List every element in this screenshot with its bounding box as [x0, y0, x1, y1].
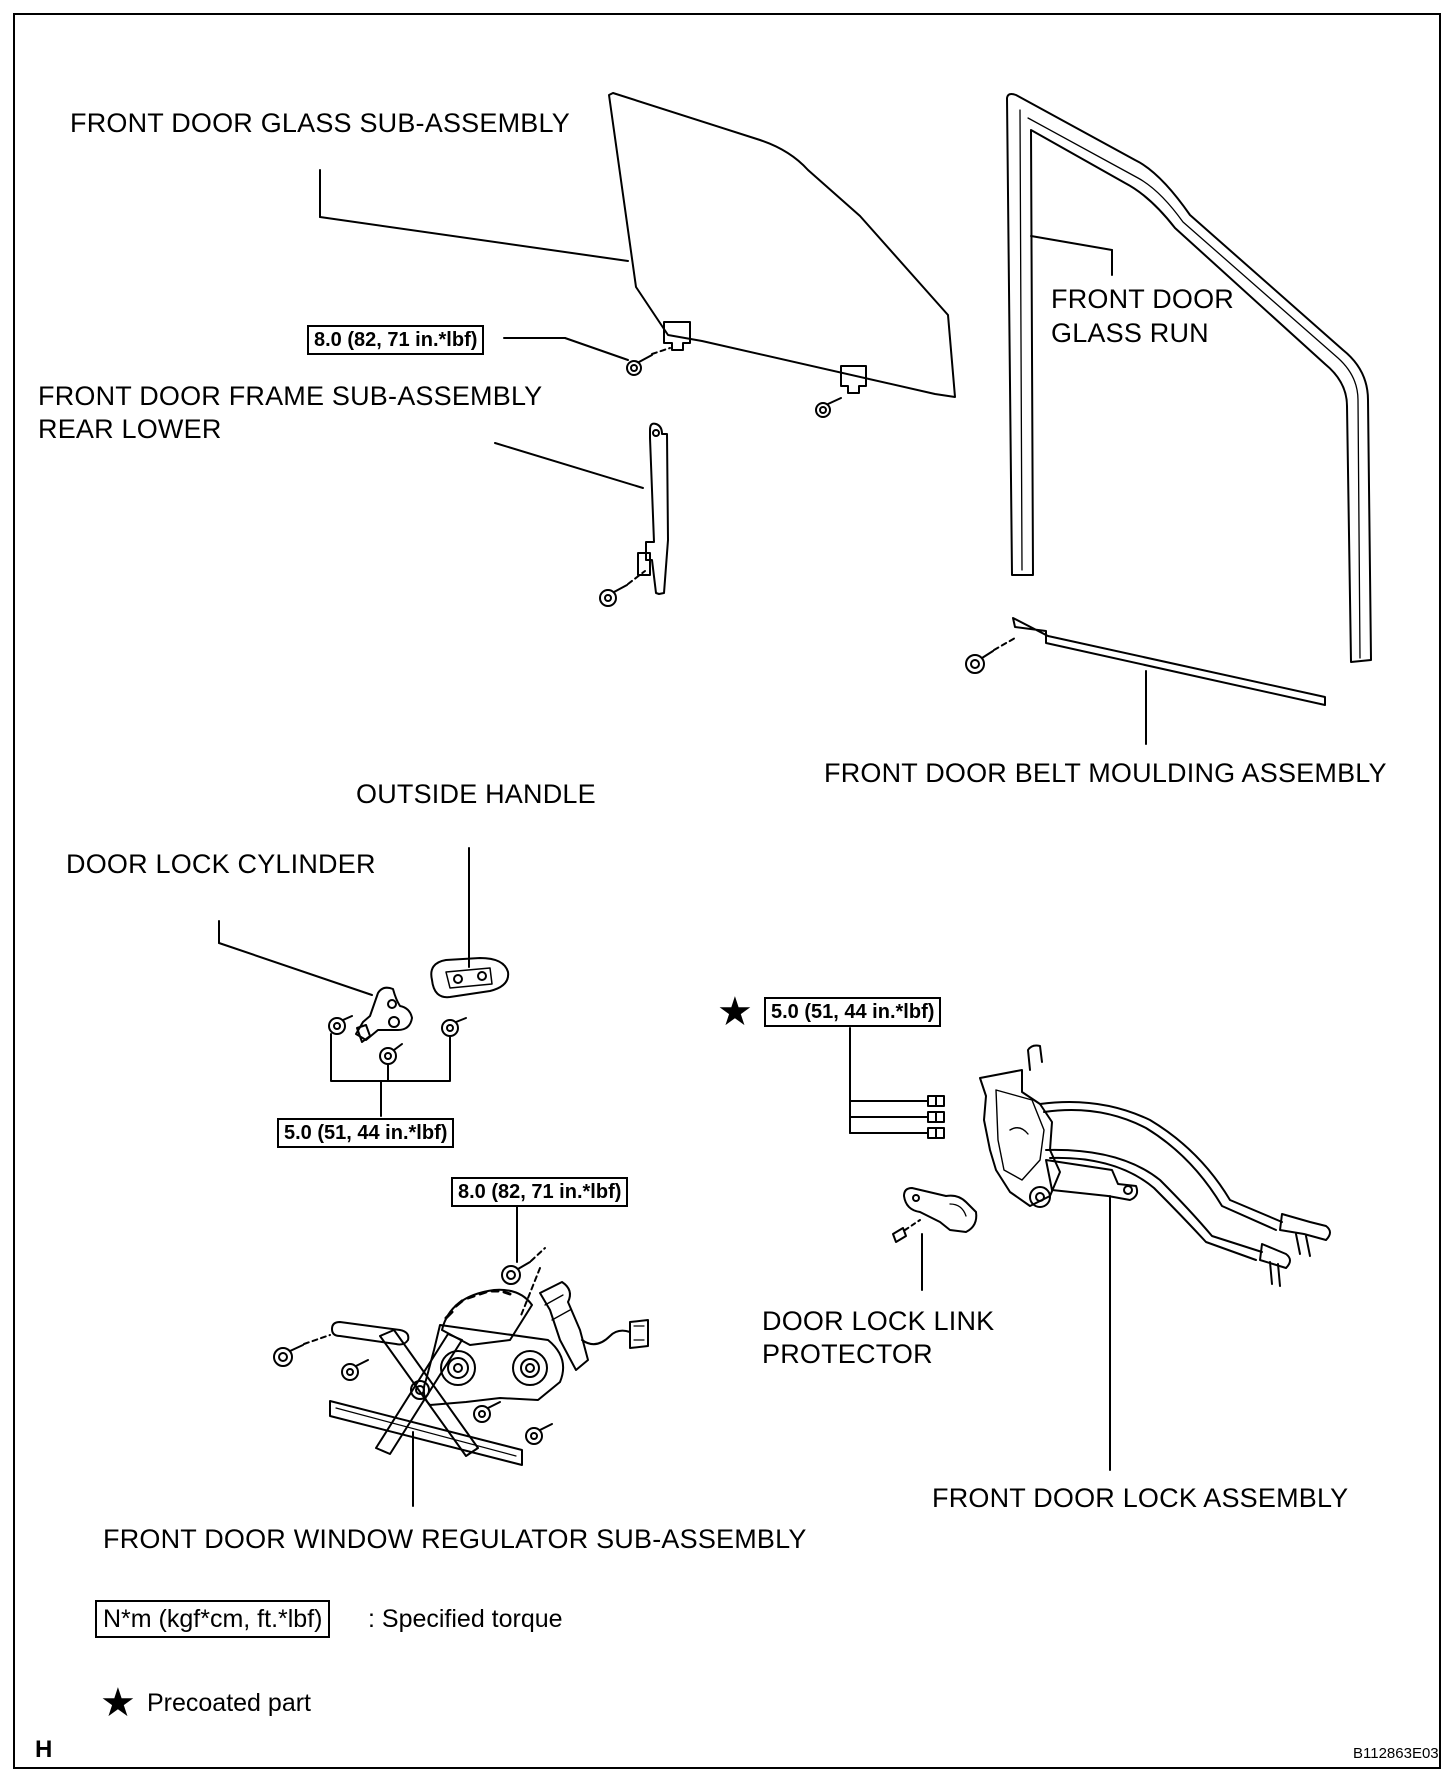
- label-window-regulator: FRONT DOOR WINDOW REGULATOR SUB-ASSEMBLY: [103, 1524, 807, 1554]
- label-belt-moulding: FRONT DOOR BELT MOULDING ASSEMBLY: [824, 758, 1387, 788]
- lock-screw-2: [927, 1111, 945, 1123]
- lock-cable-1: [1039, 1101, 1283, 1223]
- glass-bolt-2: [815, 397, 842, 418]
- legend-precoated-desc: Precoated part: [147, 1689, 311, 1717]
- cylinder-torque-bracket: [330, 1033, 451, 1082]
- precoated-star-icon: ★: [717, 990, 753, 1034]
- link-protector-screw: [892, 1227, 907, 1243]
- lock-cable-2: [1045, 1148, 1263, 1253]
- regulator-wire: [581, 1329, 631, 1346]
- torque-regulator-bolts: 8.0 (82, 71 in.*lbf): [451, 1177, 629, 1207]
- label-glass-run-line2: GLASS RUN: [1051, 318, 1209, 348]
- door-glass-part: [608, 92, 956, 398]
- legend-torque-unit-box: N*m (kgf*cm, ft.*lbf): [95, 1600, 331, 1638]
- lock-screw-1: [927, 1095, 945, 1107]
- cylinder-bolt-1: [328, 1015, 353, 1035]
- belt-moulding-part: [1012, 617, 1326, 706]
- frame-leader: [494, 442, 644, 489]
- frame-bolt: [599, 584, 628, 607]
- label-front-door-glass: FRONT DOOR GLASS SUB-ASSEMBLY: [70, 108, 570, 138]
- regulator-bolt-3: [473, 1401, 501, 1423]
- lock-cylinder-part: [355, 986, 413, 1041]
- torque-glass-bolts: 8.0 (82, 71 in.*lbf): [307, 325, 485, 355]
- torque-lock-cylinder-bolts: 5.0 (51, 44 in.*lbf): [277, 1118, 455, 1148]
- legend-star-icon: ★: [100, 1681, 136, 1725]
- link-protector-part: [903, 1187, 978, 1233]
- glass-bracket-1: [663, 321, 691, 351]
- label-lock-assembly: FRONT DOOR LOCK ASSEMBLY: [932, 1483, 1349, 1513]
- legend-torque-desc: : Specified torque: [368, 1605, 563, 1633]
- regulator-bolt-4: [525, 1423, 553, 1445]
- cable-end-2: [1259, 1243, 1291, 1269]
- glass-run-outer: [1006, 93, 1372, 663]
- regulator-base-plate: [422, 1324, 564, 1406]
- glass-bolt-1: [626, 354, 653, 376]
- belt-moulding-bolt: [965, 650, 994, 674]
- label-outside-handle: OUTSIDE HANDLE: [356, 779, 596, 809]
- lock-body: [979, 1069, 1061, 1207]
- label-lock-cylinder: DOOR LOCK CYLINDER: [66, 849, 376, 879]
- frame-rear-lower-part: [645, 422, 669, 595]
- regulator-lift-arm-1: [379, 1329, 479, 1457]
- torque-lock-assembly-screws: 5.0 (51, 44 in.*lbf): [764, 997, 942, 1027]
- label-link-protector-line2: PROTECTOR: [762, 1339, 933, 1369]
- glass-bracket-2: [840, 365, 867, 394]
- cylinder-bolt-3: [441, 1017, 467, 1037]
- regulator-motor: [539, 1281, 589, 1371]
- outside-handle-part: [430, 957, 510, 999]
- glass-run-leader: [1030, 235, 1113, 251]
- regulator-bolt-top: [501, 1261, 531, 1285]
- regulator-rail: [329, 1400, 523, 1466]
- figure-code: B112863E03: [1353, 1745, 1439, 1762]
- regulator-lift-arm-2: [375, 1333, 463, 1455]
- label-link-protector-line1: DOOR LOCK LINK: [762, 1306, 995, 1336]
- lock-bracket: [1045, 1159, 1139, 1201]
- cable-end-1: [1279, 1213, 1331, 1241]
- lock-screw-3: [927, 1127, 945, 1139]
- sheet-letter: H: [35, 1736, 53, 1763]
- diagram-frame: [13, 13, 1441, 1769]
- regulator-bolt-2: [341, 1359, 369, 1381]
- regulator-bolt-1: [273, 1344, 304, 1367]
- label-glass-run-line1: FRONT DOOR: [1051, 284, 1234, 314]
- label-frame-rear-line2: REAR LOWER: [38, 414, 222, 444]
- regulator-upper-arm: [331, 1321, 410, 1346]
- label-frame-rear-line1: FRONT DOOR FRAME SUB-ASSEMBLY: [38, 381, 543, 411]
- cylinder-bolt-2: [379, 1043, 403, 1065]
